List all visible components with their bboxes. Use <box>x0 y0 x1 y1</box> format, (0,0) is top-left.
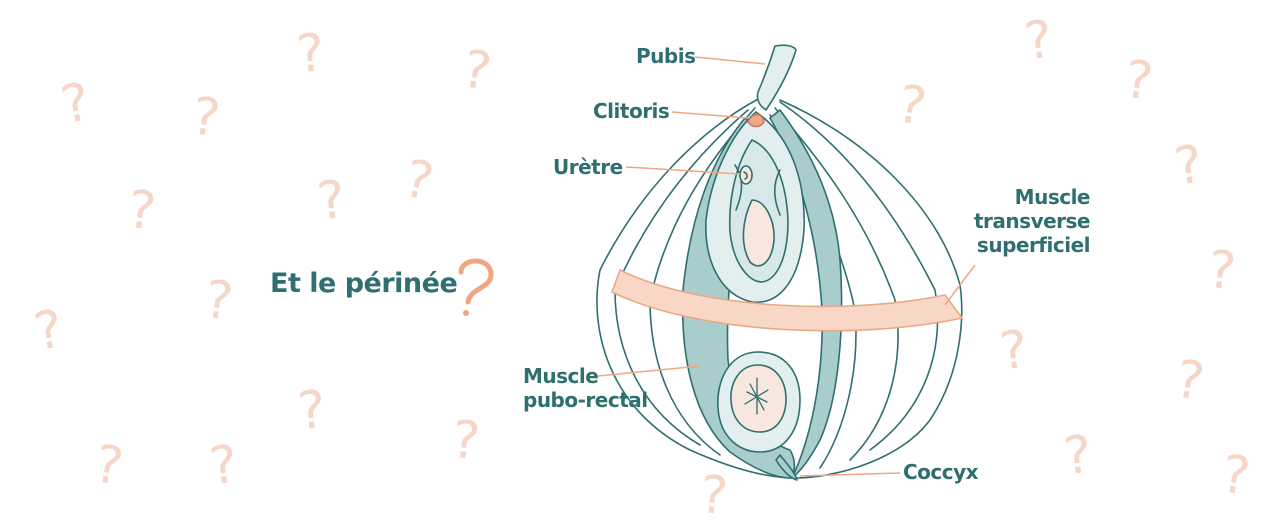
labia-fold <box>773 169 781 216</box>
leader-line-transverse <box>944 264 976 306</box>
pubis-bone <box>756 44 797 111</box>
label-line: pubo-rectal <box>523 388 648 412</box>
clitoris-shape <box>747 113 765 128</box>
leader-line-uretre <box>625 166 741 175</box>
title-text: Et le périnée <box>270 268 458 299</box>
leader-line-pubo-rectal <box>597 365 701 377</box>
label-coccyx: Coccyx <box>903 460 979 484</box>
leader-line-clitoris <box>671 111 749 119</box>
vaginal-opening <box>742 199 775 267</box>
label-line: Muscle <box>1014 185 1091 209</box>
leader-line-coccyx <box>799 472 901 477</box>
labia-fold <box>734 164 743 211</box>
label-clitoris: Clitoris <box>593 99 670 123</box>
question-mark-icon <box>458 258 494 316</box>
label-line: transverse <box>974 209 1091 233</box>
transverse-muscle-band <box>611 269 963 332</box>
label-muscle-pubo-rectal: Muscle pubo-rectal <box>523 364 648 412</box>
label-line: superficiel <box>976 233 1091 257</box>
pubo-rectal-muscle <box>769 109 843 479</box>
label-uretre: Urètre <box>553 155 623 179</box>
label-line: Muscle <box>523 364 599 388</box>
muscle-fibre-line <box>774 107 899 461</box>
anus-folds <box>744 377 769 415</box>
coccyx-shape <box>775 454 798 481</box>
leader-line-pubis <box>694 56 766 65</box>
urethra-shape <box>739 165 753 185</box>
page-title: Et le périnée <box>270 268 458 299</box>
label-muscle-transverse: Muscle transverse superficiel <box>960 185 1091 257</box>
muscle-fibre-line <box>779 101 939 451</box>
label-pubis: Pubis <box>636 44 696 68</box>
